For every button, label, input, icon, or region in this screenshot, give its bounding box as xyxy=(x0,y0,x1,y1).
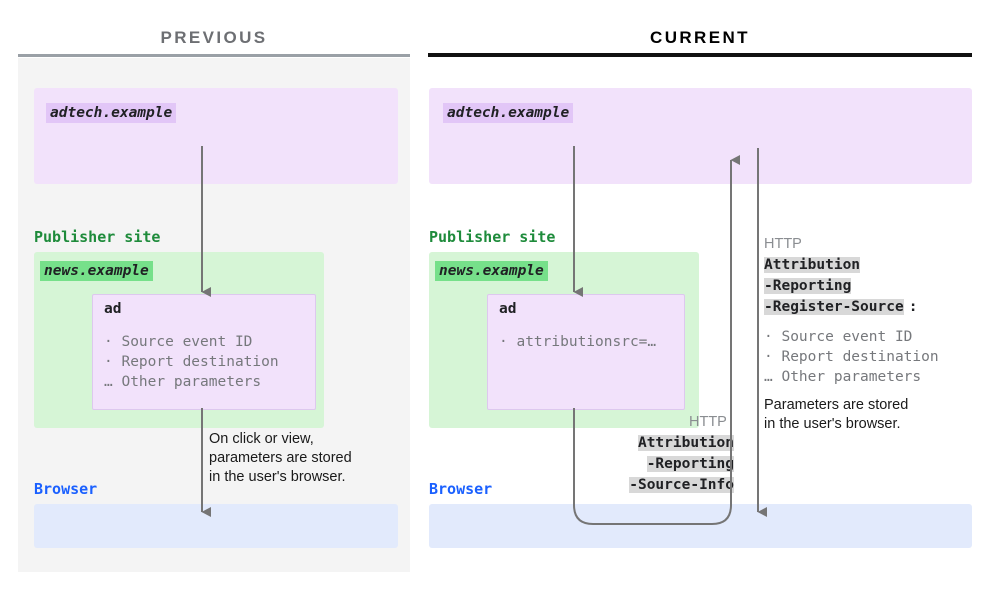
previous-publisher-chip: news.example xyxy=(40,261,153,281)
current-column-title: CURRENT xyxy=(650,28,750,47)
previous-publisher-label: Publisher site xyxy=(34,228,161,246)
current-response-header-params: · Source event ID · Report destination …… xyxy=(764,329,939,385)
current-response-header-token-2: -Reporting xyxy=(764,278,852,294)
previous-column-title: PREVIOUS xyxy=(160,28,268,47)
current-ad-params: · attributionsrc=… xyxy=(499,334,657,350)
current-note: Parameters are stored in the user's brow… xyxy=(764,397,909,432)
previous-ad-params: · Source event ID · Report destination …… xyxy=(104,334,279,390)
current-response-header-token-1: Attribution xyxy=(764,257,861,273)
current-column-rule xyxy=(428,53,972,57)
current-response-header-line-1: Attribution xyxy=(764,257,861,273)
previous-column-rule xyxy=(18,54,410,57)
current-browser-label: Browser xyxy=(429,480,493,498)
current-response-header-line-3: -Register-Source: xyxy=(764,299,917,315)
current-request-header-line-1: Attribution xyxy=(612,435,734,451)
current-ad-box xyxy=(487,294,685,410)
current-request-header-token-1: Attribution xyxy=(637,435,734,451)
previous-ad-title: ad xyxy=(104,301,122,317)
current-response-header-token-3: -Register-Source xyxy=(764,299,904,315)
previous-note: On click or view, parameters are stored … xyxy=(209,431,352,485)
current-response-header-line-2: -Reporting xyxy=(764,278,852,294)
previous-ad-box xyxy=(92,294,316,410)
current-response-header-colon: : xyxy=(908,299,918,315)
current-adtech-chip: adtech.example xyxy=(443,103,574,123)
current-request-http-label: HTTP xyxy=(689,414,727,430)
current-request-header-line-3: -Source-Info xyxy=(602,477,734,493)
current-publisher-label: Publisher site xyxy=(429,228,556,246)
current-response-http-label: HTTP xyxy=(764,236,802,252)
current-browser-band xyxy=(429,504,972,548)
previous-adtech-chip: adtech.example xyxy=(46,103,177,123)
previous-browser-label: Browser xyxy=(34,480,98,498)
current-request-header-token-3: -Source-Info xyxy=(629,477,734,493)
current-request-header-line-2: -Reporting xyxy=(612,456,734,472)
previous-browser-band xyxy=(34,504,398,548)
current-publisher-chip: news.example xyxy=(435,261,548,281)
current-request-header-token-2: -Reporting xyxy=(646,456,734,472)
current-ad-title: ad xyxy=(499,301,517,317)
